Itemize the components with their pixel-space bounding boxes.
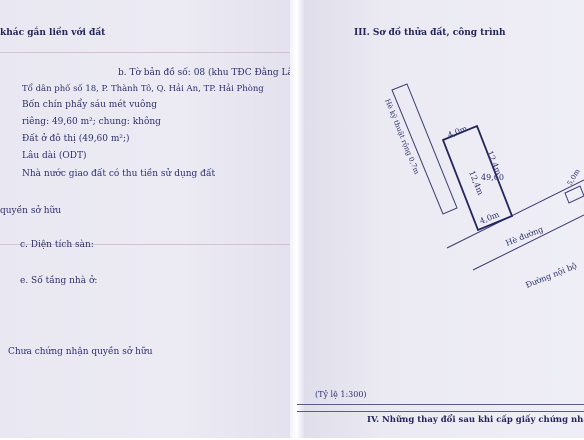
scale-note: (Tỷ lệ 1:300) bbox=[315, 390, 367, 399]
land-plot bbox=[441, 124, 514, 232]
book-spine bbox=[290, 0, 304, 438]
ownership: riêng: 49,60 m²; chung: không bbox=[22, 117, 161, 127]
corner-stub bbox=[564, 185, 584, 204]
section3-title: III. Sơ đồ thửa đất, công trình bbox=[354, 28, 506, 38]
floors: e. Số tầng nhà ở: bbox=[20, 276, 98, 286]
address: Tổ dân phố số 18, P. Thành Tô, Q. Hải An… bbox=[22, 84, 264, 94]
section4-title: IV. Những thay đổi sau khi cấp giấy chứn… bbox=[367, 415, 584, 425]
changes-table: IV. Những thay đổi sau khi cấp giấy chứn… bbox=[297, 404, 584, 439]
left-header-fragment: khác gắn liền với đất bbox=[0, 28, 106, 38]
road-label: Đường nội bộ bbox=[524, 261, 578, 290]
tech-corridor bbox=[391, 83, 458, 215]
map-sheet: b. Tờ bản đồ số: 08 (khu TĐC Đằng Lâm 1) bbox=[118, 68, 314, 78]
tech-corridor-label: Hè kỹ thuật rộng 0,7m bbox=[383, 98, 421, 176]
term: Lâu dài (ODT) bbox=[22, 151, 87, 161]
edge-label: 5,0m bbox=[566, 167, 582, 187]
changes-table-body bbox=[297, 411, 584, 440]
road-line-lower bbox=[472, 214, 584, 271]
plot-area: 49,60 bbox=[481, 173, 504, 182]
area-words: Bốn chín phẩy sáu mét vuông bbox=[22, 100, 158, 110]
right-page: III. Sơ đồ thửa đất, công trình 4,0m 12,… bbox=[297, 0, 584, 438]
road-line-upper bbox=[446, 179, 584, 249]
land-use: Đất ở đô thị (49,60 m²;) bbox=[22, 134, 130, 144]
top-width: 4,0m bbox=[446, 124, 469, 140]
section-fragment: quyền sở hữu bbox=[0, 206, 62, 216]
origin: Nhà nước giao đất có thu tiền sử dụng đấ… bbox=[22, 169, 216, 179]
not-certified: Chưa chứng nhận quyền sở hữu bbox=[8, 347, 153, 357]
plot-diagram: 4,0m 12,4m 12,4m 49,60 4,0m Hè đường Đườ… bbox=[383, 83, 584, 290]
left-page: khác gắn liền với đất b. Tờ bản đồ số: 0… bbox=[0, 0, 313, 438]
floor-area: c. Diện tích sàn: bbox=[20, 240, 94, 250]
